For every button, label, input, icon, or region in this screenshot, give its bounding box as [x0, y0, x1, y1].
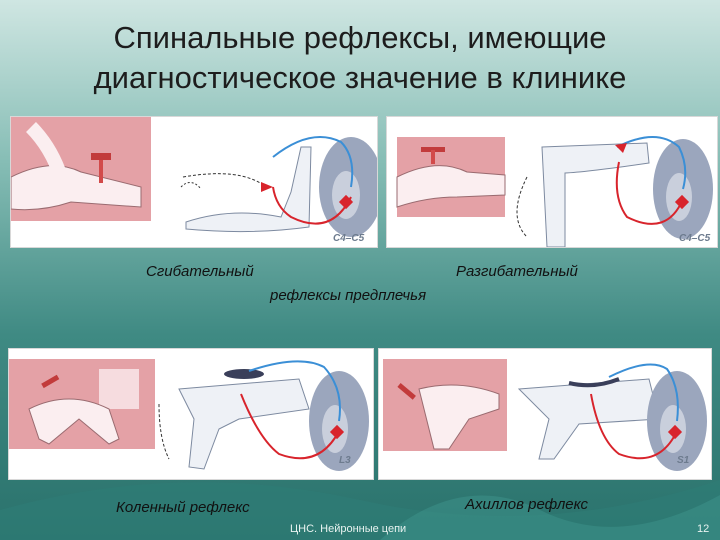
caption-knee-reflex: Коленный рефлекс [116, 499, 250, 516]
page-number: 12 [697, 523, 710, 535]
achilles-reflex-illustration: S1 [378, 348, 712, 480]
flexor-reflex-illustration: C4–C5 [10, 116, 378, 248]
extensor-reflex-illustration: C4–C5 [386, 116, 718, 248]
segment-label: C4–C5 [333, 233, 365, 244]
segment-label: S1 [677, 455, 690, 466]
caption-achilles-reflex: Ахиллов рефлекс [465, 496, 589, 513]
achilles-reflex-drawing [383, 359, 707, 471]
caption-flexor: Сгибательный [146, 263, 254, 280]
segment-label: L3 [339, 455, 351, 466]
slide-title: Спинальные рефлексы, имеющие диагностиче… [0, 18, 720, 98]
extensor-reflex-drawing [396, 136, 713, 247]
background-wave-decoration [0, 480, 720, 540]
flexor-reflex-drawing [11, 117, 377, 237]
title-line-2: диагностическое значение в клинике [93, 60, 627, 95]
footer-label: ЦНС. Нейронные цепи [290, 523, 407, 535]
knee-reflex-illustration: L3 [8, 348, 374, 480]
caption-forearm-reflexes: рефлексы предплечья [270, 287, 427, 304]
caption-extensor: Разгибательный [456, 263, 578, 280]
title-line-1: Спинальные рефлексы, имеющие [113, 20, 607, 55]
segment-label: C4–C5 [679, 233, 711, 244]
knee-reflex-drawing [9, 359, 369, 471]
